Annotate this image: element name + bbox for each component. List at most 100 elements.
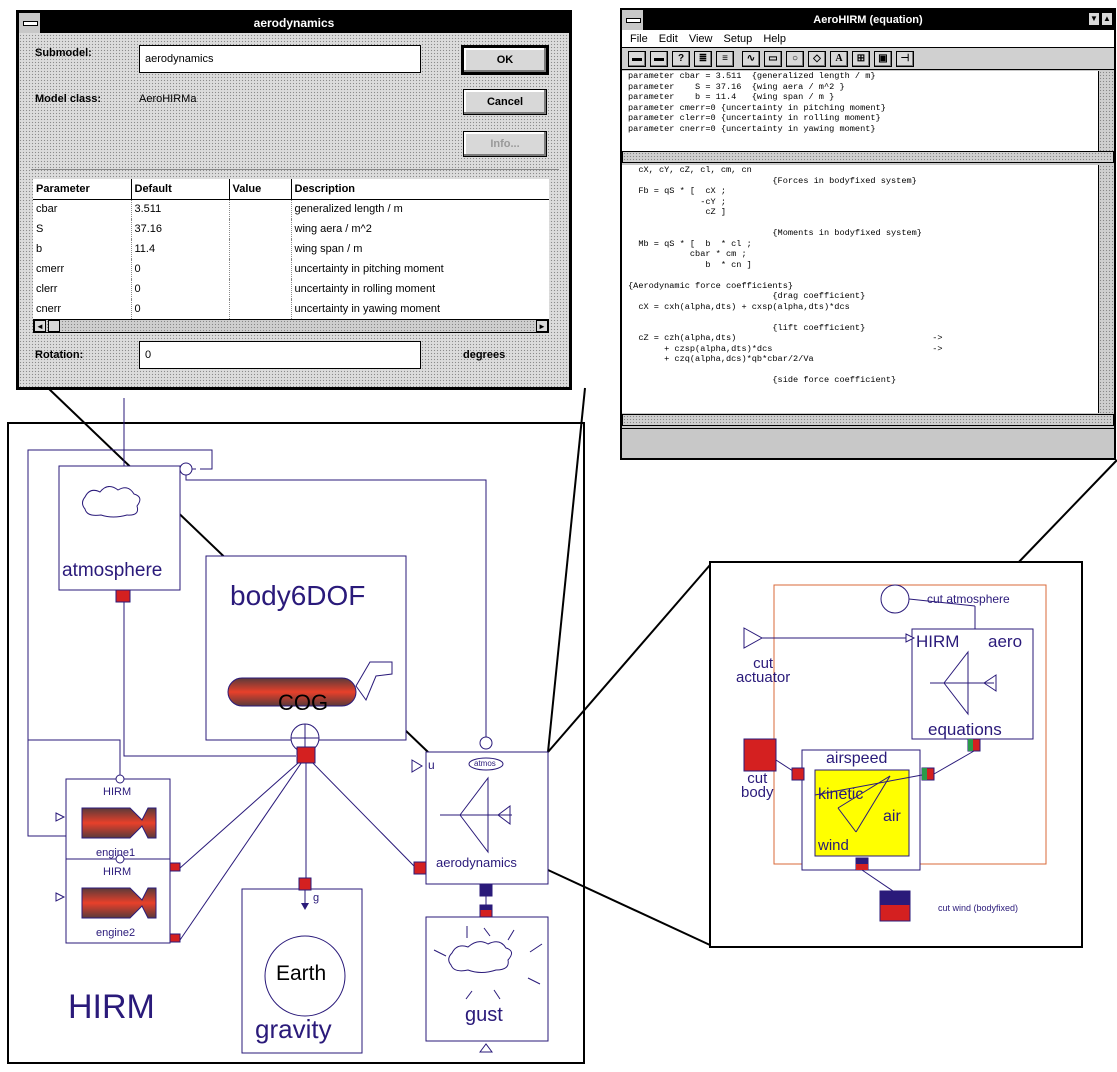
help-icon[interactable]: ? — [672, 51, 690, 67]
connector-icon[interactable]: ⊣ — [896, 51, 914, 67]
system-menu-icon[interactable] — [19, 13, 41, 33]
component-icon[interactable]: ▣ — [874, 51, 892, 67]
list-icon[interactable]: ≣ — [694, 51, 712, 67]
parameter-pane[interactable]: parameter cbar = 3.511 {generalized leng… — [622, 71, 1098, 151]
equation-vscrollbar[interactable] — [1098, 165, 1114, 413]
param-description: uncertainty in yawing moment — [294, 303, 441, 315]
editor-titlebar[interactable]: AeroHIRM (equation) — [622, 10, 1114, 30]
parameter-hscrollbar[interactable] — [622, 151, 1114, 163]
cog-port[interactable] — [296, 746, 316, 764]
parameter-vscrollbar[interactable] — [1098, 71, 1114, 151]
scroll-right-icon[interactable]: ► — [536, 320, 548, 332]
text-icon[interactable]: A — [830, 51, 848, 67]
param-default: 3.511 — [131, 199, 230, 219]
table-row[interactable]: cnerr 0 uncertainty in yawing moment — [33, 299, 549, 319]
table-hscrollbar[interactable]: ◄ ► — [33, 319, 549, 333]
param-description: uncertainty in pitching moment — [294, 263, 444, 275]
table-row[interactable]: S 37.16 wing aera / m^2 — [33, 219, 549, 239]
aerodynamics-block[interactable] — [425, 751, 549, 885]
zoom-line — [547, 869, 711, 946]
menu-file[interactable]: File — [630, 33, 648, 45]
atmosphere-port[interactable] — [115, 589, 131, 603]
aero-detail-label: aero — [988, 632, 1023, 651]
param-default: 0 — [131, 299, 230, 319]
model-class-value: AeroHIRMa — [139, 93, 197, 105]
aerodynamics-label: aerodynamics — [436, 855, 517, 870]
menu-view[interactable]: View — [688, 33, 713, 45]
parameter-code: parameter cbar = 3.511 {generalized leng… — [628, 71, 886, 134]
polygon-icon[interactable]: ◇ — [808, 51, 826, 67]
column-header[interactable]: Parameter — [33, 179, 132, 200]
param-description: wing span / m — [294, 243, 363, 255]
fuselage-icon — [227, 677, 357, 707]
wind-label: wind — [818, 837, 849, 854]
scroll-thumb[interactable] — [48, 320, 60, 332]
earth-icon — [264, 935, 346, 1017]
parameter-table: Parameter Default Value Description cbar… — [33, 179, 549, 319]
menu-setup[interactable]: Setup — [723, 33, 753, 45]
param-value[interactable] — [229, 259, 292, 279]
scroll-left-icon[interactable]: ◄ — [34, 320, 46, 332]
minimize-icon[interactable]: ▼ — [1088, 12, 1100, 26]
param-value[interactable] — [229, 219, 292, 239]
body6dof-block[interactable] — [205, 555, 407, 741]
tail-icon — [355, 661, 393, 702]
equation-code: cX, cY, cZ, cl, cm, cn {Forces in bodyfi… — [628, 165, 943, 385]
gust-label: gust — [465, 1004, 503, 1026]
engine-icon — [81, 807, 157, 839]
maximize-icon[interactable]: ▲ — [1101, 12, 1113, 26]
param-value[interactable] — [229, 299, 292, 319]
engine1-label: engine1 — [96, 847, 136, 859]
cog-label: COG — [278, 690, 329, 715]
menu-help[interactable]: Help — [763, 33, 786, 45]
cut-actuator-port[interactable] — [743, 627, 764, 649]
earth-label: Earth — [276, 962, 327, 985]
list-icon[interactable]: ≡ — [716, 51, 734, 67]
dialog-titlebar[interactable]: aerodynamics — [19, 13, 569, 33]
table-row[interactable]: cmerr 0 uncertainty in pitching moment — [33, 259, 549, 279]
system-menu-icon[interactable] — [622, 10, 644, 30]
table-row[interactable]: b 11.4 wing span / m — [33, 239, 549, 259]
velocity-triangle — [814, 774, 923, 833]
status-area — [622, 428, 1114, 458]
rotation-input[interactable]: 0 — [139, 341, 421, 369]
grid-icon[interactable]: ⊞ — [852, 51, 870, 67]
rectangle-icon[interactable]: ▭ — [764, 51, 782, 67]
param-value[interactable] — [229, 279, 292, 299]
equation-hscrollbar[interactable] — [622, 414, 1114, 426]
column-header[interactable]: Value — [229, 179, 292, 200]
line-icon[interactable]: ∿ — [742, 51, 760, 67]
ellipse-icon[interactable]: ○ — [786, 51, 804, 67]
param-default: 11.4 — [131, 239, 230, 259]
model-class-label: Model class: — [35, 93, 102, 105]
menu-edit[interactable]: Edit — [658, 33, 678, 45]
atmosphere-block[interactable] — [58, 465, 181, 591]
table-row[interactable]: clerr 0 uncertainty in rolling moment — [33, 279, 549, 299]
hirm-frame — [7, 422, 585, 1064]
zoom-line — [1015, 459, 1117, 566]
submodel-input[interactable]: aerodynamics — [139, 45, 421, 73]
ok-button[interactable]: OK — [461, 45, 549, 75]
param-description: generalized length / m — [294, 203, 403, 216]
aero-equations-block[interactable] — [911, 628, 1034, 740]
box-icon[interactable]: ▬ — [650, 51, 668, 67]
cut-body-label: cut body — [741, 770, 774, 801]
param-value[interactable] — [229, 199, 292, 219]
submodel-label: Submodel: — [35, 47, 92, 59]
box-icon[interactable]: ▬ — [628, 51, 646, 67]
column-header[interactable]: Description — [291, 179, 549, 200]
equation-pane[interactable]: cX, cY, cZ, cl, cm, cn {Forces in bodyfi… — [622, 165, 1098, 413]
cancel-button[interactable]: Cancel — [463, 89, 547, 115]
rotation-label: Rotation: — [35, 349, 84, 361]
param-value[interactable] — [229, 239, 292, 259]
aero-atmos-label: atmos — [474, 759, 496, 768]
param-name: cnerr — [33, 299, 132, 319]
gravity-port-label: g — [313, 892, 320, 904]
cut-body-port[interactable] — [743, 738, 777, 772]
info-button[interactable]: Info... — [463, 131, 547, 157]
column-header[interactable]: Default — [131, 179, 230, 200]
gust-arrows — [433, 926, 543, 1000]
table-row[interactable]: cbar 3.511 generalized length / m — [33, 199, 549, 219]
gust-block[interactable] — [425, 916, 549, 1042]
param-description: wing aera / m^2 — [294, 223, 372, 235]
